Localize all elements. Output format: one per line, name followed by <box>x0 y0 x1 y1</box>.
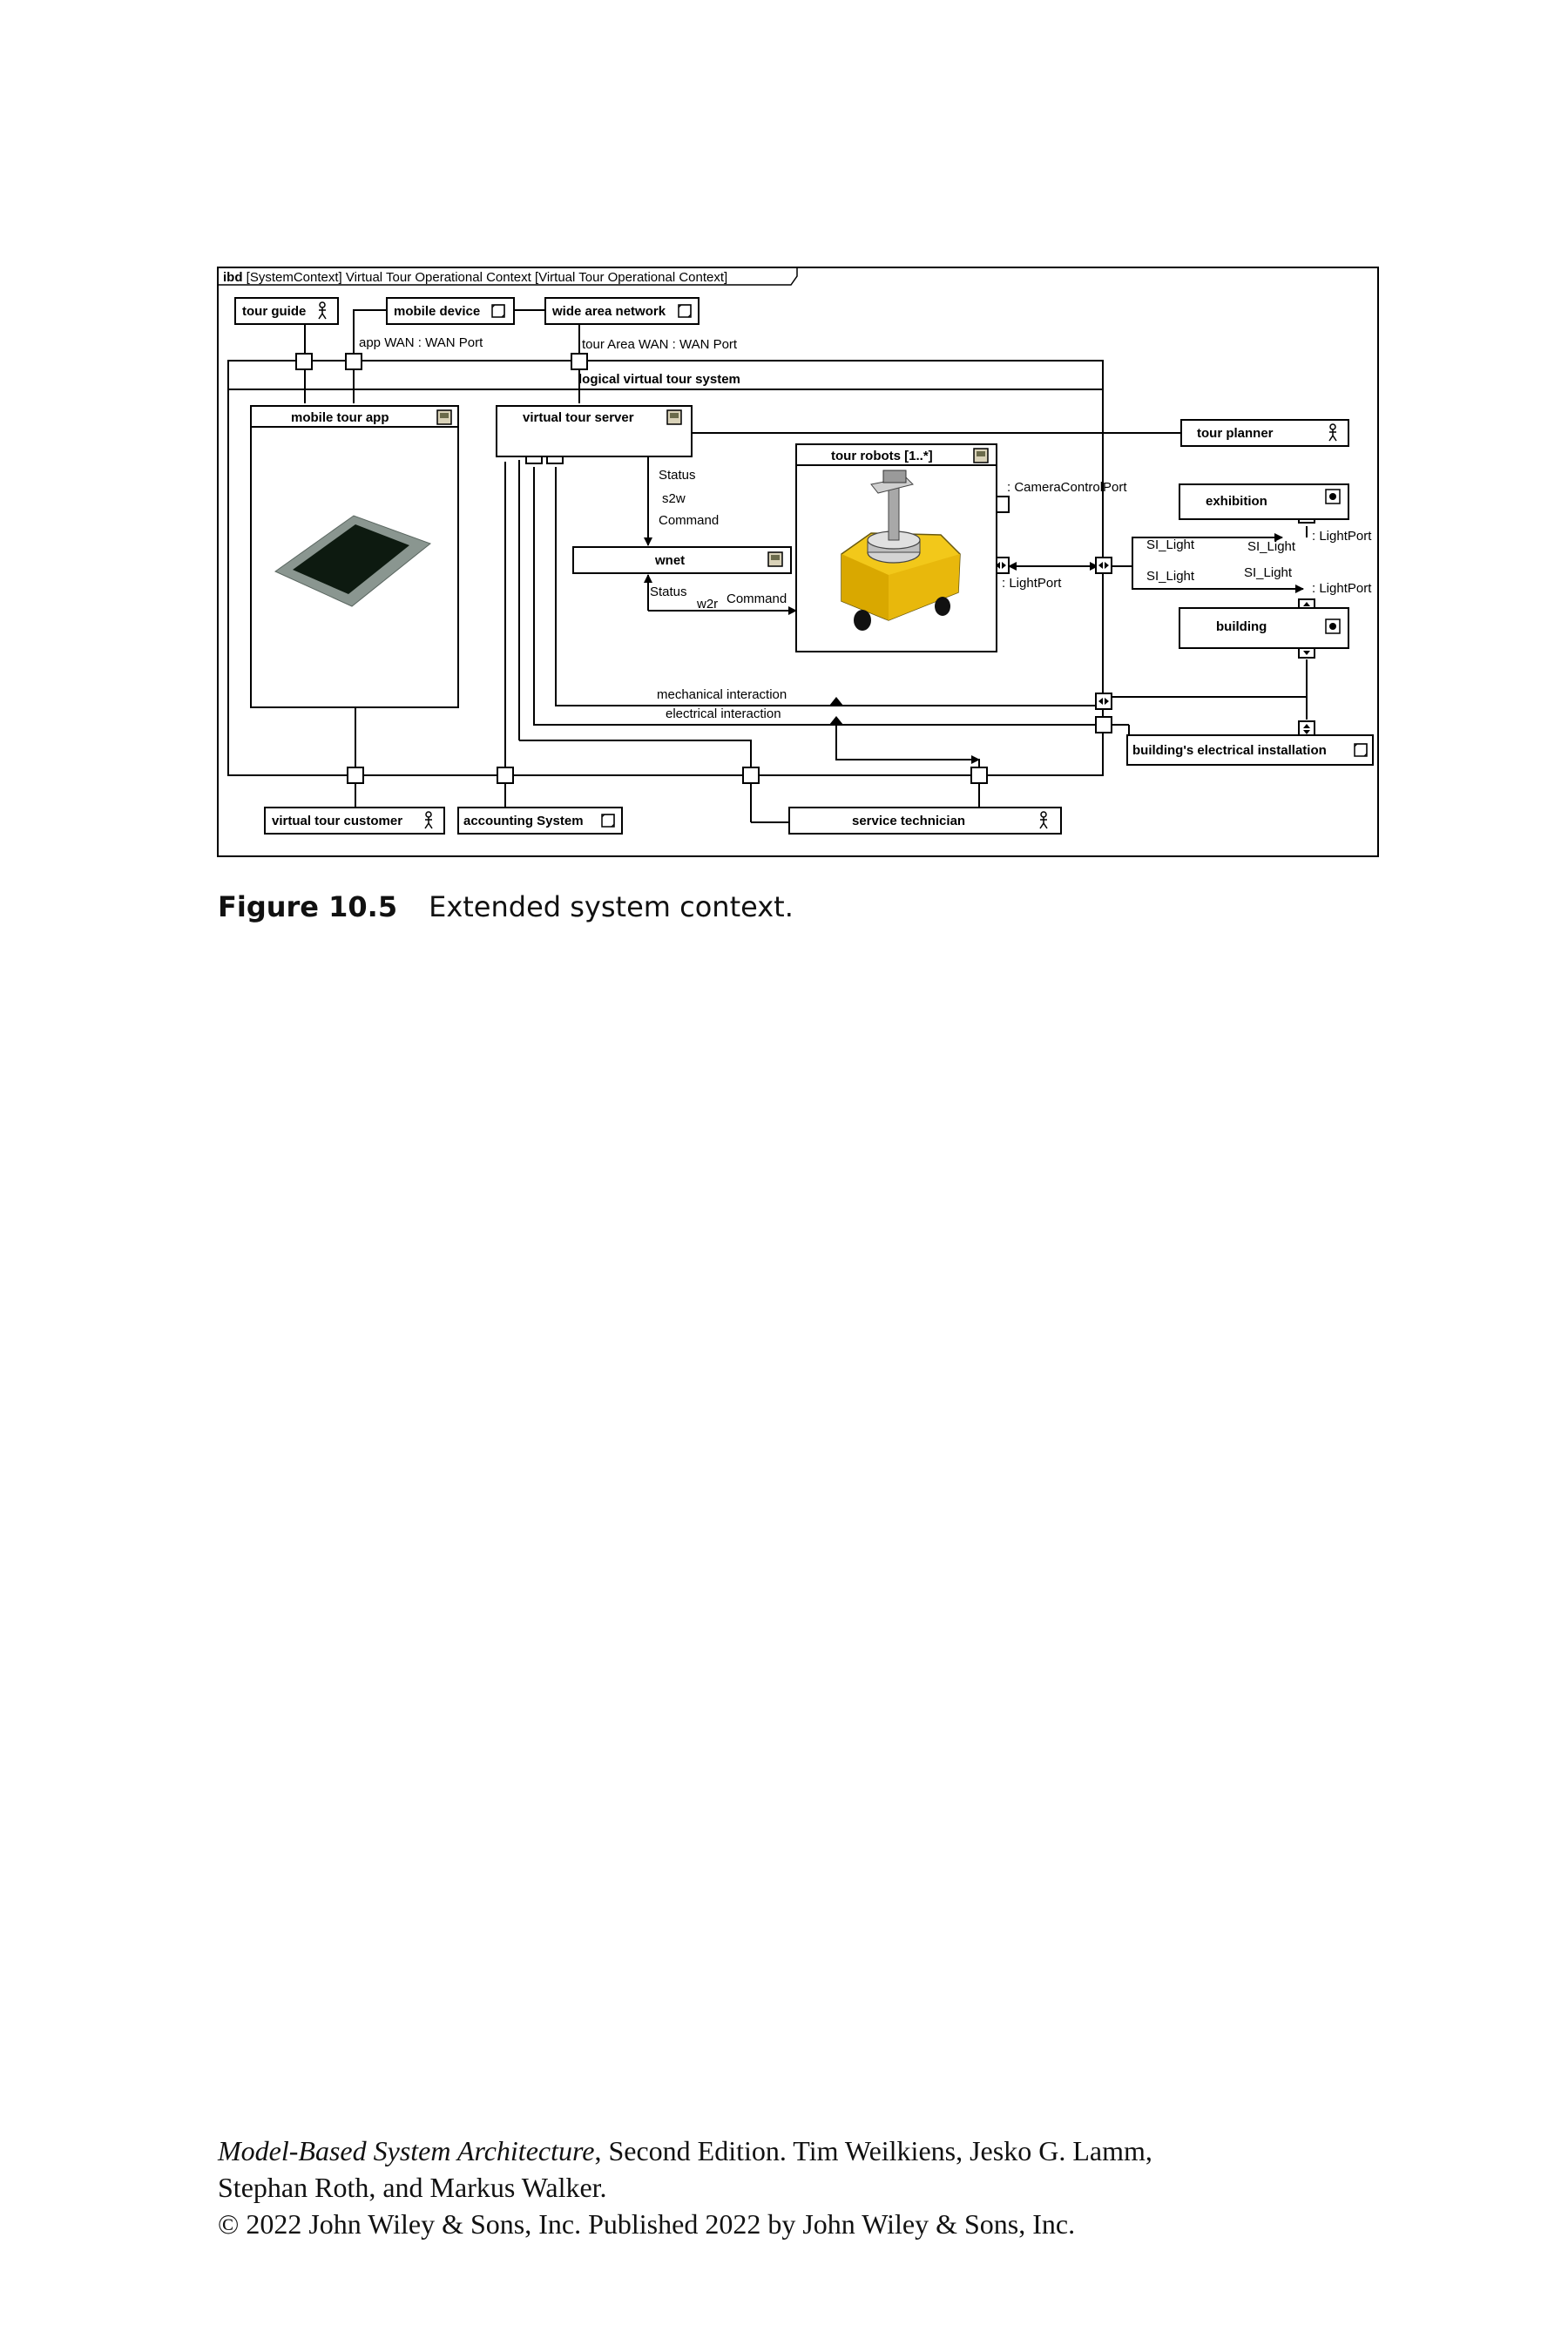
command-label-2: Command <box>727 591 787 606</box>
command-label: Command <box>659 513 719 528</box>
block-building[interactable]: building <box>1179 607 1349 649</box>
block-label: wide area network <box>551 304 666 319</box>
part-image-icon <box>973 448 989 463</box>
figure-number: Figure 10.5 <box>218 890 398 923</box>
block-icon <box>678 304 692 318</box>
block-label: mobile device <box>394 304 480 319</box>
footer-line-3: © 2022 John Wiley & Sons, Inc. Published… <box>218 2208 1076 2240</box>
part-image-icon <box>436 409 452 425</box>
robot-image <box>841 470 961 631</box>
block-label: building <box>1216 619 1267 634</box>
footer-line-1-rest: , Second Edition. Tim Weilkiens, Jesko G… <box>594 2135 1152 2166</box>
block-icon <box>491 304 505 318</box>
part-image-icon <box>666 409 682 425</box>
svg-text:ibd [SystemContext] Virtual To: ibd [SystemContext] Virtual Tour Operati… <box>223 270 727 285</box>
figure-caption-text: Extended system context. <box>429 890 794 923</box>
block-label: tour robots [1..*] <box>831 449 933 463</box>
block-mobile-device[interactable]: mobile device <box>386 297 515 325</box>
block-wide-area-network[interactable]: wide area network <box>544 297 700 325</box>
frame-title: [SystemContext] Virtual Tour Operational… <box>247 270 728 285</box>
book-title: Model-Based System Architecture <box>218 2135 595 2166</box>
tablet-image <box>274 515 432 607</box>
tour-area-wan-port-label: tour Area WAN : WAN Port <box>582 337 738 352</box>
footer-line-2: Stephan Roth, and Markus Walker. <box>218 2172 607 2203</box>
figure-caption: Figure 10.5 Extended system context. <box>218 890 794 923</box>
electrical-interaction-label: electrical interaction <box>666 706 781 721</box>
connectors <box>304 309 1308 823</box>
block-label: virtual tour server <box>523 410 634 425</box>
building-light-port-label: : LightPort <box>1312 581 1372 596</box>
block-accounting-system[interactable]: accounting System <box>457 807 623 835</box>
status-label-2: Status <box>650 585 687 599</box>
si-light-label-3: SI_Light <box>1146 569 1195 584</box>
block-tour-planner[interactable]: tour planner <box>1180 419 1349 447</box>
camera-control-port-label: : CameraControlPort <box>1007 480 1127 495</box>
block-label: wnet <box>654 553 685 568</box>
block-virtual-tour-server[interactable]: virtual tour server <box>496 405 693 457</box>
block-label: service technician <box>852 814 965 828</box>
block-virtual-tour-customer[interactable]: virtual tour customer <box>264 807 445 835</box>
block-label: exhibition <box>1206 494 1267 509</box>
block-icon <box>1325 618 1341 634</box>
block-icon <box>1325 489 1341 504</box>
si-light-label-4: SI_Light <box>1244 565 1293 580</box>
exhibition-light-port-label: : LightPort <box>1312 529 1372 544</box>
block-label: virtual tour customer <box>272 814 402 828</box>
block-label: mobile tour app <box>291 410 389 425</box>
block-service-technician[interactable]: service technician <box>788 807 1062 835</box>
block-label: tour planner <box>1197 426 1274 441</box>
block-wnet[interactable]: wnet <box>572 546 792 574</box>
w2r-label: w2r <box>696 597 718 612</box>
block-icon <box>601 814 615 828</box>
block-mobile-tour-app[interactable]: mobile tour app <box>250 405 459 708</box>
block-buildings-electrical-installation[interactable]: building's electrical installation <box>1126 734 1374 766</box>
si-light-label-2: SI_Light <box>1247 539 1296 554</box>
block-label: tour guide <box>242 304 306 319</box>
copyright-footer: Model-Based System Architecture, Second … <box>218 2132 1152 2242</box>
block-tour-robots[interactable]: tour robots [1..*] <box>795 443 997 652</box>
app-wan-port-label: app WAN : WAN Port <box>359 335 483 350</box>
part-image-icon <box>767 551 783 567</box>
status-label: Status <box>659 468 696 483</box>
block-icon <box>1354 743 1368 757</box>
s2w-label: s2w <box>662 491 686 506</box>
block-tour-guide[interactable]: tour guide <box>234 297 339 325</box>
block-label: building's electrical installation <box>1132 743 1327 758</box>
block-exhibition[interactable]: exhibition <box>1179 483 1349 520</box>
block-label: logical virtual tour system <box>578 372 740 387</box>
mechanical-interaction-label: mechanical interaction <box>657 687 787 702</box>
frame-kind: ibd <box>223 270 243 285</box>
robot-light-port-label: : LightPort <box>1002 576 1062 591</box>
footer-line-1: Model-Based System Architecture, Second … <box>218 2132 1152 2169</box>
si-light-label-1: SI_Light <box>1146 537 1195 552</box>
ibd-frame: ibd [SystemContext] Virtual Tour Operati… <box>217 267 1379 857</box>
block-label: accounting System <box>463 814 584 828</box>
